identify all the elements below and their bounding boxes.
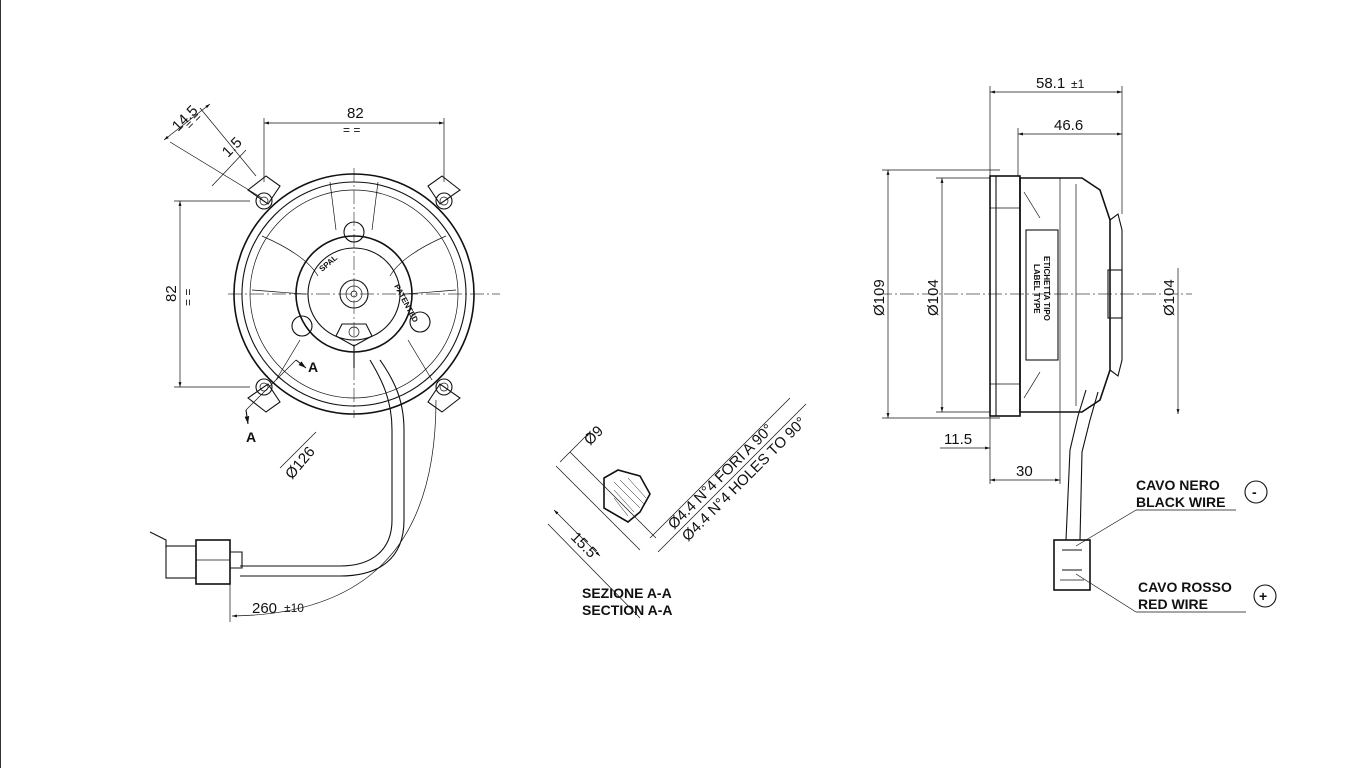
dim-bore: Ø9 [581, 423, 607, 449]
dim-inner-dia: Ø104 [925, 279, 942, 316]
side-flange [989, 175, 1021, 417]
red-wire-label-it: CAVO ROSSO [1138, 579, 1232, 595]
housing-rim [241, 181, 467, 407]
housing-spokes [251, 181, 457, 381]
rear-boss [1109, 213, 1123, 377]
side-cable-b [1079, 391, 1099, 541]
side-cable-a [1065, 389, 1087, 541]
hub-boss-left [291, 315, 313, 337]
section-view: Ø9 15.5 Ø4.4 N°4 FORI A 90° Ø4.4 N°4 HOL… [547, 397, 810, 619]
section-title-it: SEZIONE A-A [582, 585, 672, 601]
side-view: ETICHETTA TIPO LABEL TYPE 58.1 ±1 46.6 [871, 75, 1192, 591]
side-connector [1053, 539, 1091, 591]
shaft-boss [339, 279, 369, 309]
dim-top-width: 82 [347, 105, 364, 122]
section-title-en: SECTION A-A [582, 602, 672, 618]
ear-top-left [247, 175, 281, 205]
eq-marks-top: = = [343, 123, 360, 137]
hub-brand-text: SPAL [318, 253, 340, 273]
dim-cable-length: 260 [252, 600, 277, 617]
holes-note-en: Ø4.4 N°4 HOLES TO 90° [679, 414, 810, 545]
sheet-border [0, 0, 1, 768]
dim-total-depth: 58.1 [1036, 75, 1065, 92]
dim-ear-step: 1.5 [219, 134, 246, 161]
red-wire-symbol: + [1259, 588, 1267, 604]
ear-bottom-right [427, 383, 461, 413]
ear-bottom-left [247, 383, 281, 413]
dim-cable-exit: 30 [1016, 463, 1033, 480]
ear-hole-tl [255, 192, 273, 210]
dim-motor-depth: 46.6 [1054, 117, 1083, 134]
plus-icon [1253, 584, 1277, 608]
mounting-ears [247, 175, 461, 413]
red-wire-label-en: RED WIRE [1138, 596, 1208, 612]
shaft [345, 285, 363, 303]
section-mark-lower: A [246, 429, 256, 445]
dim-flange: 11.5 [944, 431, 972, 448]
section-profile [603, 469, 651, 523]
ear-hole-br [435, 378, 453, 396]
hub-ring [307, 247, 401, 341]
hub-boss-right [409, 311, 431, 333]
dim-left-height: 82 [163, 285, 180, 302]
minus-icon [1244, 480, 1268, 504]
housing-inner [249, 189, 459, 399]
eq-marks-left: = = [181, 289, 195, 306]
ear-hole-bl [255, 378, 273, 396]
wire-notes: CAVO NERO BLACK WIRE - CAVO ROSSO RED WI… [1075, 477, 1277, 613]
section-mark-upper: A [308, 359, 318, 375]
hub-boss-top [343, 221, 365, 243]
label-text-en: LABEL TYPE [1032, 264, 1041, 314]
hub-tab [335, 323, 373, 347]
ear-top-right [427, 175, 461, 205]
label-text-it: ETICHETTA TIPO [1042, 256, 1051, 321]
housing-outer [233, 173, 475, 415]
section-hatch [613, 477, 647, 517]
cable-connector [149, 531, 243, 585]
front-view: SPAL PATENTED 82 = = 8 [149, 102, 500, 622]
label-area [1025, 229, 1059, 361]
dim-outer-dia: Ø109 [871, 279, 888, 316]
black-wire-label-it: CAVO NERO [1136, 477, 1220, 493]
dim-depth: 15.5 [567, 529, 600, 562]
ear-hole-tr [435, 192, 453, 210]
connector-shell [165, 545, 197, 579]
cable-inner [240, 359, 405, 577]
black-wire-symbol: - [1252, 484, 1257, 500]
dim-diameter: Ø126 [282, 444, 319, 483]
dim-back-dia: Ø104 [1161, 279, 1178, 316]
dim-cable-length-tol: ±10 [284, 601, 304, 615]
cable-outer [240, 359, 393, 567]
holes-note-it: Ø4.4 N°4 FORI A 90° [665, 421, 777, 533]
dim-total-depth-tol: ±1 [1071, 77, 1085, 91]
black-wire-label-en: BLACK WIRE [1136, 494, 1225, 510]
connector-body [195, 539, 231, 585]
